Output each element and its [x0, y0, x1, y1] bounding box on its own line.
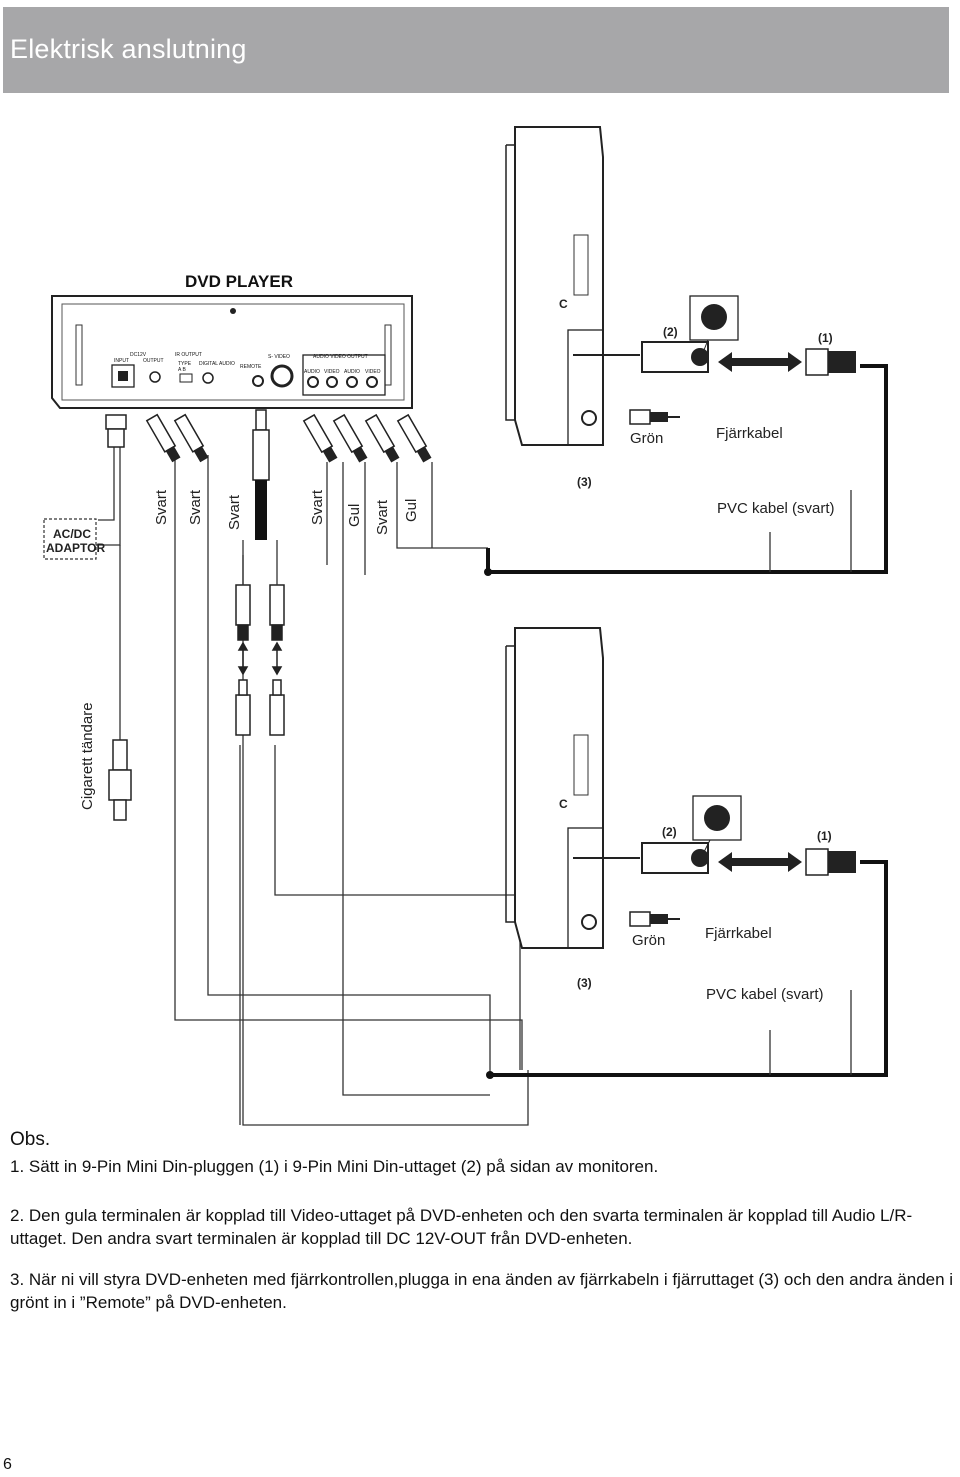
- color-label-4: Svart: [309, 489, 326, 525]
- label-audio-1: AUDIO: [304, 369, 320, 375]
- rca-arrows: [237, 641, 283, 676]
- svg-text:C: C: [559, 297, 568, 311]
- color-label-2: Svart: [187, 489, 204, 525]
- label-av-output: AUDIO VIDEO OUTPUT: [313, 354, 368, 360]
- monitor-top: C (2) (1) (3) Grön Fjärrkabel PVC kabel …: [505, 126, 856, 517]
- monitor-top-label-1: (1): [818, 331, 833, 345]
- label-input: INPUT: [114, 358, 129, 364]
- note-item-1: 1. Sätt in 9-Pin Mini Din-pluggen (1) i …: [10, 1157, 659, 1176]
- note-item-2: 2. Den gula terminalen är kopplad till V…: [10, 1206, 913, 1248]
- dvd-plugs: [105, 409, 432, 481]
- monitor-top-green-label: Grön: [630, 430, 663, 447]
- page-title: Elektrisk anslutning: [10, 34, 247, 64]
- cable-color-labels: Svart Svart Svart Svart Gul Svart Gul: [153, 489, 420, 535]
- label-video-1: VIDEO: [324, 369, 340, 375]
- connection-diagram: DVD PLAYER DC12V INPUT OUTPUT IR OUTPUT …: [43, 126, 888, 1126]
- label-digital-audio: DIGITAL AUDIO: [199, 361, 235, 367]
- rca-adapter-plugs: [235, 584, 285, 736]
- label-type: TYPE: [178, 361, 192, 367]
- notes-section: Obs. 1. Sätt in 9-Pin Mini Din-pluggen (…: [10, 1128, 955, 1332]
- remote-cable-sheath: [255, 480, 267, 540]
- label-dc12v: DC12V: [130, 352, 147, 358]
- monitor-top-pvc-label: PVC kabel (svart): [717, 500, 835, 517]
- label-audio-2: AUDIO: [344, 369, 360, 375]
- page-number: 6: [3, 1456, 12, 1473]
- monitor-bottom-green-label: Grön: [632, 932, 665, 949]
- label-output: OUTPUT: [143, 358, 164, 364]
- color-label-6: Svart: [374, 499, 391, 535]
- monitor-bottom-label-1: (1): [817, 829, 832, 843]
- monitor-top-label-3: (3): [577, 475, 592, 489]
- cigarette-plug: [108, 739, 132, 821]
- notes-heading: Obs.: [10, 1129, 51, 1150]
- note-item-3: 3. När ni vill styra DVD-enheten med fjä…: [10, 1270, 954, 1312]
- cigarette-label: Cigarett tändare: [79, 702, 96, 810]
- monitor-bottom-label-3: (3): [577, 976, 592, 990]
- adaptor-box: [43, 518, 97, 560]
- monitor-bottom: C (2) (1) (3) Grön Fjärrkabel PVC kabel …: [505, 627, 856, 1003]
- label-video-2: VIDEO: [365, 369, 381, 375]
- monitor-bottom-pvc-label: PVC kabel (svart): [706, 986, 824, 1003]
- monitor-top-label-2: (2): [663, 325, 678, 339]
- dvd-player-title: DVD PLAYER: [185, 272, 293, 291]
- label-remote: REMOTE: [240, 364, 262, 370]
- monitor-top-remote-cable-label: Fjärrkabel: [716, 425, 783, 442]
- label-ir-output: IR OUTPUT: [175, 352, 202, 358]
- color-label-7: Gul: [403, 499, 420, 522]
- color-label-1: Svart: [153, 489, 170, 525]
- color-label-5: Gul: [346, 504, 363, 527]
- adaptor-line1: AC/DC: [53, 527, 91, 541]
- monitor-bottom-remote-cable-label: Fjärrkabel: [705, 925, 772, 942]
- monitor-bottom-label-2: (2): [662, 825, 677, 839]
- label-ab: A B: [178, 367, 186, 373]
- header-bar: [3, 7, 949, 93]
- cable-junctions: [484, 568, 494, 1079]
- wires: [92, 430, 529, 1126]
- dvd-player-panel: DC12V INPUT OUTPUT IR OUTPUT TYPE A B DI…: [51, 295, 413, 409]
- color-label-3: Svart: [226, 494, 243, 530]
- label-s-video: S- VIDEO: [268, 354, 290, 360]
- svg-text:C: C: [559, 797, 568, 811]
- adaptor-line2: ADAPTOR: [46, 541, 105, 555]
